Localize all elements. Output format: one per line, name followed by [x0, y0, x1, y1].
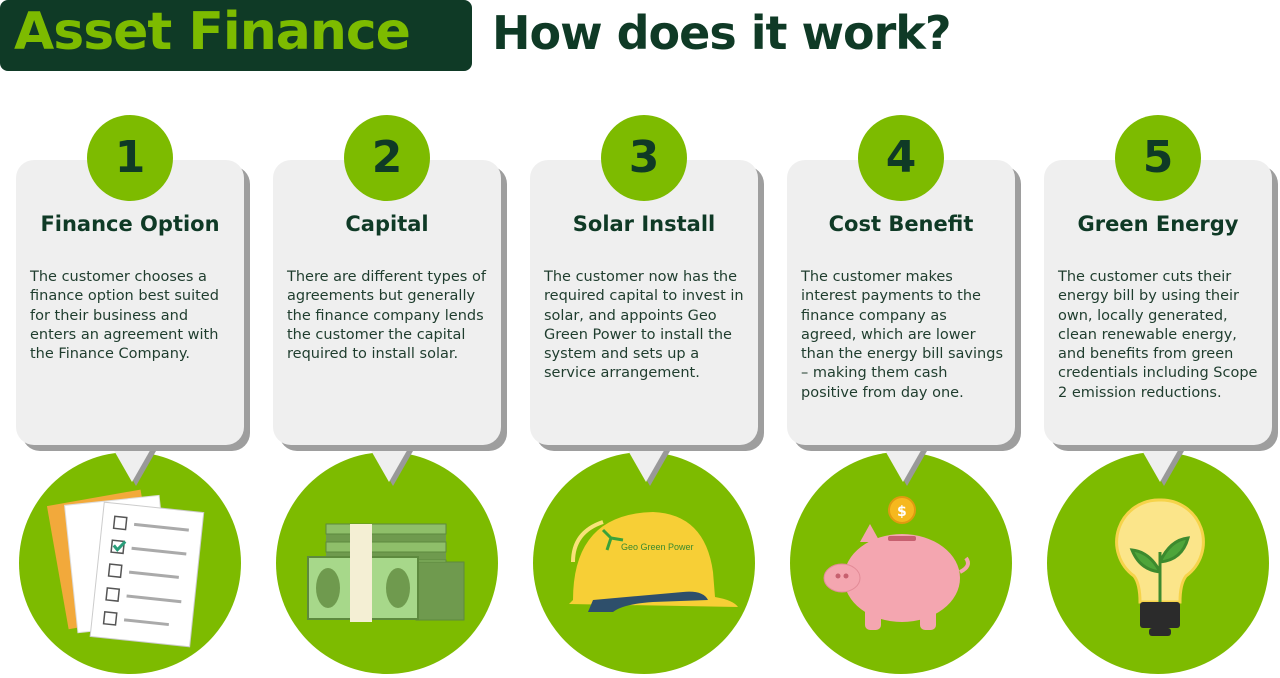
step-1: Finance Option The customer chooses a fi…	[16, 0, 256, 678]
step-description: The customer makes interest payments to …	[801, 269, 1003, 401]
step-number: 4	[858, 115, 944, 201]
step-card: Green Energy The customer cuts their ene…	[1044, 160, 1272, 445]
step-description: There are different types of agreements …	[287, 269, 486, 363]
step-card: Solar Install The customer now has the r…	[530, 160, 758, 445]
step-number: 5	[1115, 115, 1201, 201]
step-description: The customer now has the required capita…	[544, 269, 744, 382]
card-pointer	[108, 440, 156, 482]
step-4: $ Cost Benefit The customer makes intere…	[787, 0, 1027, 678]
step-number: 3	[601, 115, 687, 201]
step-5: Green Energy The customer cuts their ene…	[1044, 0, 1280, 678]
card-pointer	[365, 440, 413, 482]
cash-stacks-icon	[307, 523, 465, 622]
piggy-bank-icon: $	[823, 496, 970, 630]
title-banner: Asset Finance	[0, 0, 472, 71]
step-card: Finance Option The customer chooses a fi…	[16, 160, 244, 445]
step-3: Geo Green Power Solar Install The custom…	[530, 0, 770, 678]
step-description: The customer chooses a finance option be…	[30, 269, 219, 363]
step-title: Green Energy	[1077, 212, 1239, 236]
step-title: Finance Option	[40, 212, 220, 236]
step-2: Capital There are different types of agr…	[273, 0, 513, 678]
step-title: Capital	[345, 212, 429, 236]
step-card: Cost Benefit The customer makes interest…	[787, 160, 1015, 445]
svg-text:$: $	[897, 504, 907, 520]
documents-checklist-icon	[46, 489, 205, 648]
card-pointer	[1136, 440, 1184, 482]
step-number: 2	[344, 115, 430, 201]
card-pointer	[622, 440, 670, 482]
lightbulb-plant-icon	[1115, 498, 1205, 636]
step-description: The customer cuts their energy bill by u…	[1058, 269, 1258, 401]
step-number: 1	[87, 115, 173, 201]
step-title: Cost Benefit	[828, 212, 974, 236]
hard-hat-icon: Geo Green Power	[569, 512, 738, 612]
page-title: Asset Finance	[14, 2, 411, 62]
page-subtitle: How does it work?	[492, 6, 952, 60]
card-pointer	[879, 440, 927, 482]
step-card: Capital There are different types of agr…	[273, 160, 501, 445]
hat-logo-text: Geo Green Power	[621, 542, 694, 552]
step-title: Solar Install	[572, 212, 716, 236]
